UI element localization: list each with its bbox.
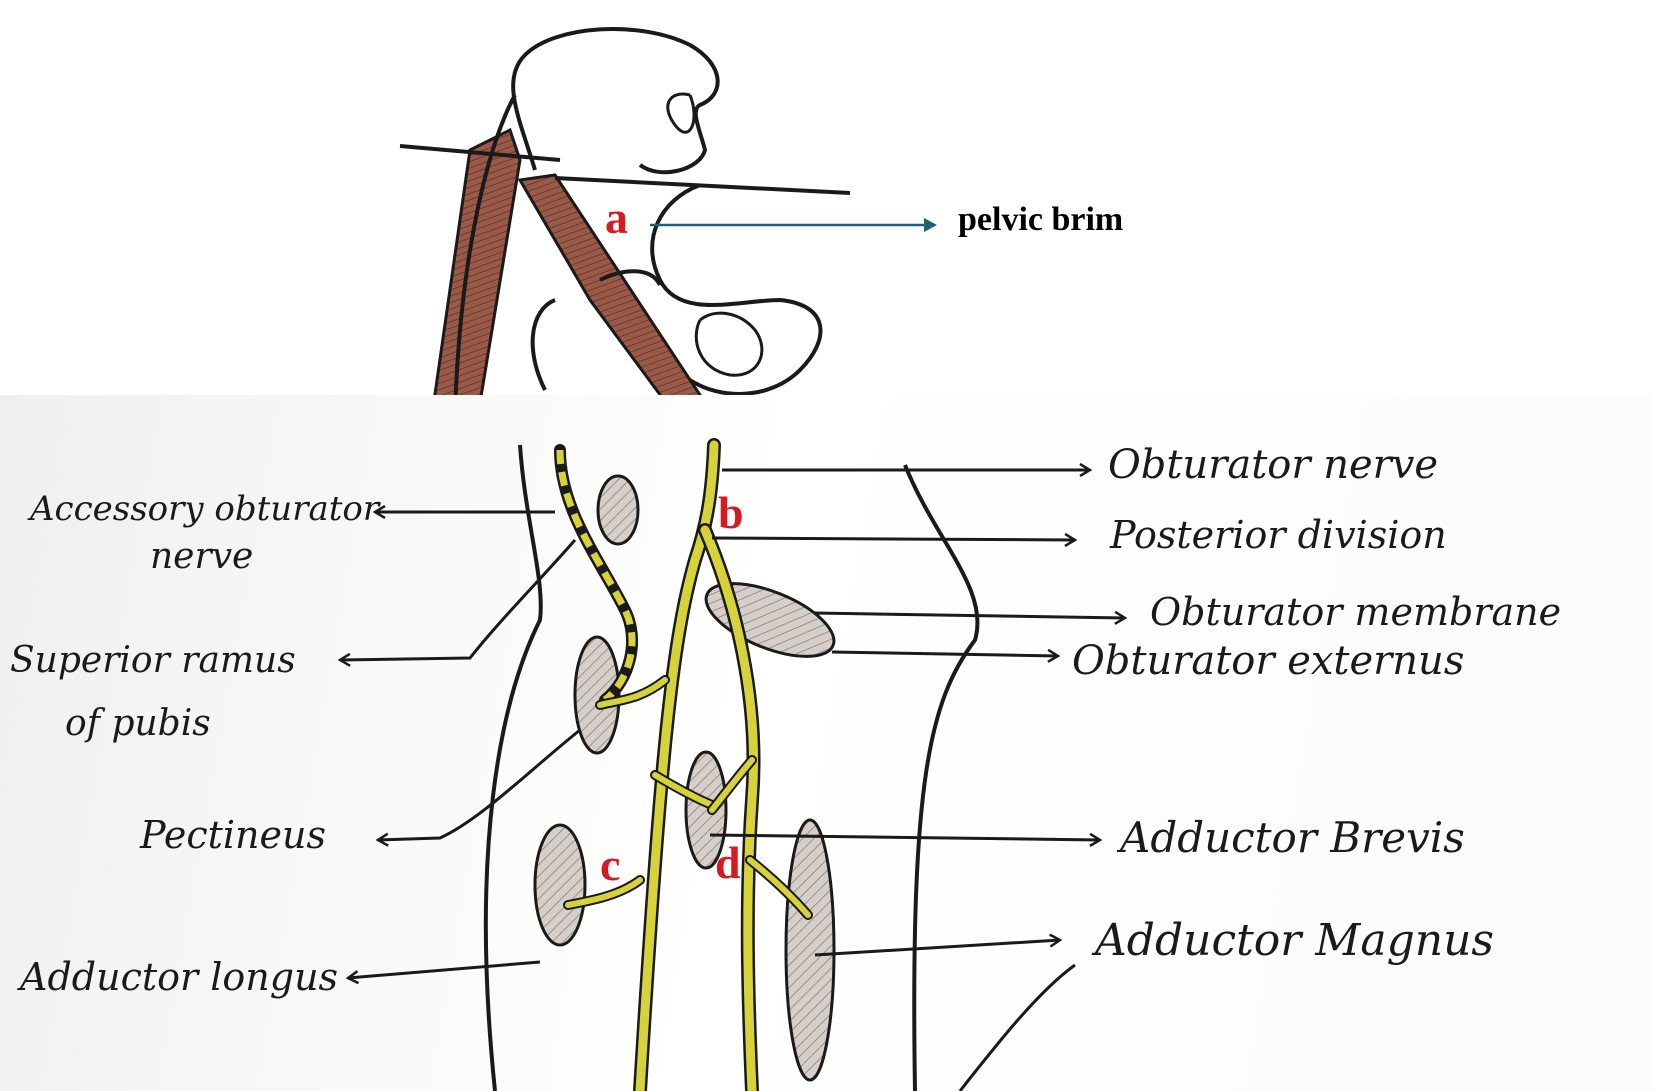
marker-d: d	[715, 837, 741, 888]
psoas-muscle	[430, 127, 522, 415]
label-posterior-division: Posterior division	[1109, 513, 1447, 557]
thigh-right-outline	[903, 464, 980, 1091]
accessory-obturator-bone	[596, 474, 640, 546]
leader-adductor-magnus	[814, 940, 1060, 957]
reference-line-lower	[554, 176, 851, 195]
adductor-magnus-muscle	[784, 818, 836, 1082]
leader-superior-ramus	[340, 539, 577, 660]
obturator-externus-muscle	[704, 582, 836, 658]
label-pectineus: Pectineus	[139, 813, 326, 857]
label-adductor-brevis: Adductor Brevis	[1116, 813, 1465, 862]
pelvis-sketch: a pelvic brim	[399, 26, 1123, 415]
thigh-left-outline	[483, 444, 543, 1091]
pelvic-left-outline	[453, 94, 517, 415]
label-obturator-externus: Obturator externus	[1072, 638, 1464, 684]
label-accessory-obturator-line1: Accessory obturator	[27, 489, 381, 529]
accessory-obturator-nerve-fill	[556, 449, 636, 703]
ilium-outline	[511, 26, 720, 175]
leader-obturator-externus	[831, 652, 1058, 656]
obturator-nerve-sketch: b c d Obturator nerve Posterior division…	[10, 438, 1561, 1091]
obturator-foramen-outline	[694, 311, 764, 377]
adductor-magnus-extra-line	[958, 963, 1076, 1091]
reference-line-upper	[399, 144, 561, 162]
label-obturator-membrane: Obturator membrane	[1150, 590, 1561, 634]
leader-obturator-membrane	[814, 613, 1125, 618]
adductor-longus-muscle	[533, 823, 587, 947]
label-adductor-longus: Adductor longus	[17, 955, 338, 999]
marker-a: a	[605, 192, 628, 243]
label-adductor-magnus: Adductor Magnus	[1091, 915, 1494, 966]
obturator-nerve	[563, 438, 813, 1091]
pelvic-brim-label: pelvic brim	[958, 201, 1123, 238]
marker-b: b	[718, 487, 744, 538]
leader-adductor-longus	[348, 960, 541, 978]
leader-pectineus	[378, 728, 581, 840]
leader-posterior-division	[711, 538, 1075, 540]
marker-c: c	[600, 839, 620, 890]
label-accessory-obturator-line2: nerve	[150, 536, 253, 577]
iliacus-muscle	[517, 173, 723, 415]
ilium-inner-outline	[666, 92, 696, 134]
pectineus-muscle	[573, 635, 621, 755]
label-obturator-nerve: Obturator nerve	[1108, 442, 1438, 488]
label-superior-ramus-line1: Superior ramus	[10, 640, 296, 681]
pubis-outline	[650, 183, 823, 396]
leader-adductor-brevis	[709, 835, 1100, 840]
obturator-nerve-panel: b c d Obturator nerve Posterior division…	[0, 395, 1653, 1091]
pelvic-brim-arrow-head	[924, 218, 937, 232]
adductor-brevis-muscle	[684, 750, 728, 870]
label-superior-ramus-line2: of pubis	[65, 703, 211, 744]
ischium-outline	[530, 269, 662, 391]
pelvic-brim-panel: a pelvic brim	[0, 0, 1653, 415]
